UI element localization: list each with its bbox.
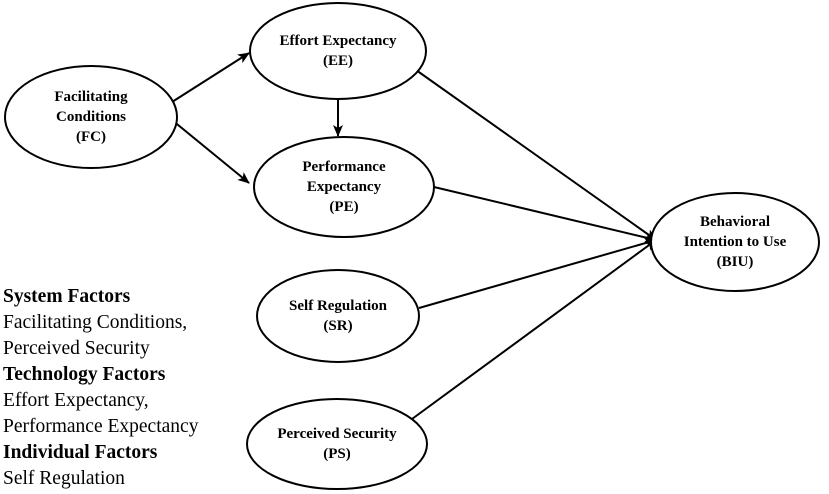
legend-group-technology: Technology Factors Effort Expectancy, Pe… (3, 362, 303, 440)
edge-ps-biu (411, 239, 657, 420)
node-fc-label: (FC) (76, 129, 106, 145)
node-ps-label: (PS) (323, 446, 351, 462)
legend-line: Effort Expectancy, (3, 390, 149, 411)
edge-fc-pe (171, 119, 250, 184)
legend-group-individual: Individual Factors Self Regulation (3, 440, 303, 492)
node-pe-label: (PE) (329, 199, 358, 215)
node-ps-ellipse (246, 398, 428, 490)
legend-line: Self Regulation (3, 468, 125, 489)
legend-line: Performance Expectancy (3, 416, 199, 437)
node-ee-label: (EE) (323, 53, 353, 69)
factor-legend: System Factors Facilitating Conditions, … (3, 284, 303, 492)
edge-ee-biu (415, 69, 657, 241)
edge-pe-biu (433, 186, 657, 243)
legend-title-individual: Individual Factors (3, 442, 158, 463)
node-biu-label: Behavioral (700, 214, 770, 230)
node-fc-ellipse (4, 65, 178, 169)
node-biu-label: (BIU) (717, 254, 754, 270)
node-pe-label: Expectancy (307, 179, 382, 195)
node-sr-label: (SR) (323, 318, 352, 334)
node-biu-ellipse (650, 192, 820, 292)
node-pe-label: Performance (302, 159, 386, 175)
node-ee-ellipse (249, 2, 427, 100)
node-sr-label: Self Regulation (289, 298, 388, 314)
node-ee: Effort Expectancy (EE) (249, 2, 427, 100)
legend-line: Perceived Security (3, 338, 150, 359)
node-ee-label: Effort Expectancy (279, 33, 397, 49)
node-fc-label: Conditions (56, 109, 126, 125)
legend-group-system: System Factors Facilitating Conditions, … (3, 284, 303, 362)
node-biu-label: Intention to Use (684, 234, 787, 250)
node-sr: Self Regulation (SR) (256, 269, 420, 363)
legend-title-system: System Factors (3, 286, 131, 307)
legend-title-technology: Technology Factors (3, 364, 166, 385)
node-pe-ellipse (253, 136, 435, 238)
edges-layer (171, 52, 657, 420)
node-fc-label: Facilitating (54, 89, 128, 105)
edge-fc-ee (171, 52, 250, 103)
edge-sr-biu (418, 238, 657, 309)
legend-line: Facilitating Conditions, (3, 312, 188, 333)
node-sr-ellipse (256, 269, 420, 363)
node-ps-label: Perceived Security (277, 426, 397, 442)
node-ps: Perceived Security (PS) (246, 398, 428, 490)
